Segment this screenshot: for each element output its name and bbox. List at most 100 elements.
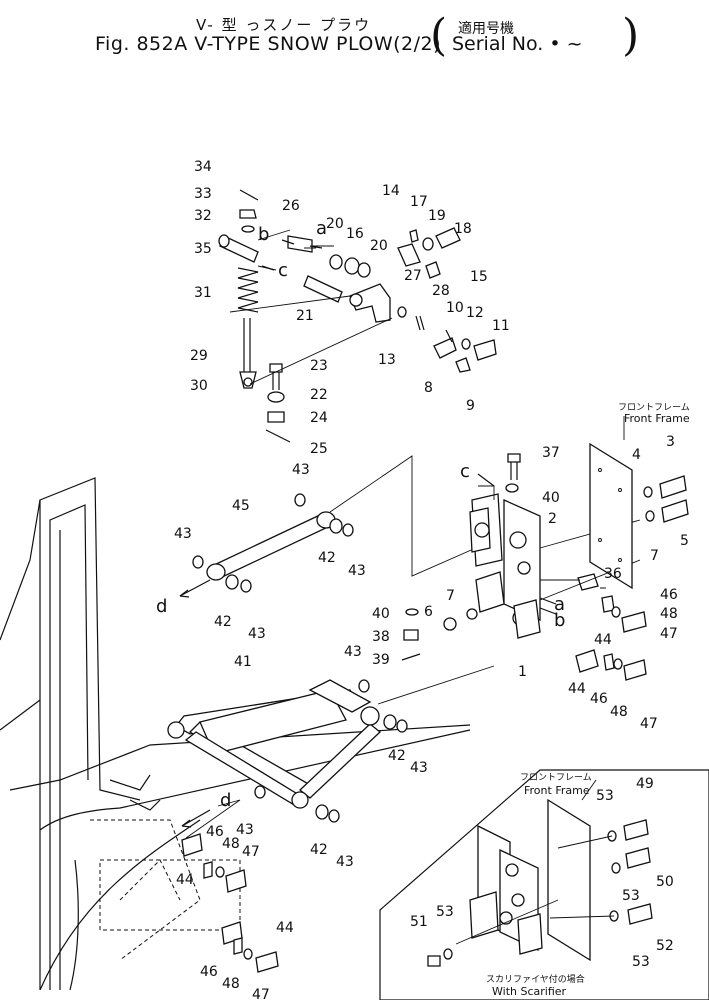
callout-46b: 46 — [590, 691, 608, 707]
callout-7a: 7 — [650, 548, 659, 564]
callout-16: 16 — [346, 226, 364, 242]
callout-15: 15 — [470, 269, 488, 285]
callout-43g: 43 — [236, 822, 254, 838]
callout-47a: 47 — [660, 626, 678, 642]
callout-30: 30 — [190, 378, 208, 394]
callout-38: 38 — [372, 629, 390, 645]
callout-6: 6 — [424, 604, 433, 620]
callout-46c: 46 — [206, 824, 224, 840]
callout-11: 11 — [492, 318, 510, 334]
page-title: Fig. 852A V-TYPE SNOW PLOW(2/2) — [95, 33, 442, 55]
front-frame-plate — [575, 416, 689, 681]
letter-b-right: b — [554, 610, 565, 631]
callout-12: 12 — [466, 305, 484, 321]
upper-linkage-group — [218, 189, 497, 443]
callout-47c: 47 — [242, 844, 260, 860]
callout-42d: 42 — [310, 842, 328, 858]
callout-3: 3 — [666, 434, 675, 450]
callout-43a: 43 — [292, 462, 310, 478]
callout-43e: 43 — [344, 644, 362, 660]
lower-left-pins — [181, 799, 279, 973]
callout-53b: 53 — [622, 888, 640, 904]
callout-29: 29 — [190, 348, 208, 364]
callout-20a: 20 — [326, 216, 344, 232]
callout-53a: 53 — [596, 788, 614, 804]
callout-40b: 40 — [372, 606, 390, 622]
callout-33: 33 — [194, 186, 212, 202]
mounting-brackets — [401, 453, 641, 661]
callout-19: 19 — [428, 208, 446, 224]
front-frame-label: Front Frame — [624, 412, 690, 425]
reference-letters: b a c c a b d d — [156, 218, 565, 811]
callout-27: 27 — [404, 268, 422, 284]
callout-17: 17 — [410, 194, 428, 210]
letter-d-left: d — [156, 596, 167, 617]
callout-35: 35 — [194, 241, 212, 257]
callout-43d: 43 — [248, 626, 266, 642]
front-frame-label-jp: フロントフレーム — [618, 402, 690, 413]
callout-48c: 48 — [222, 836, 240, 852]
letter-d-lower: d — [220, 790, 231, 811]
serial-bracket-left: ( — [430, 10, 448, 61]
callout-47d: 47 — [252, 987, 270, 1000]
letter-a-right: a — [554, 594, 565, 615]
letter-a-upper: a — [316, 218, 327, 239]
callout-22: 22 — [310, 387, 328, 403]
callout-21: 21 — [296, 308, 314, 324]
callout-43c: 43 — [348, 563, 366, 579]
callout-53c: 53 — [632, 954, 650, 970]
scarifier-inset — [379, 769, 709, 1000]
callout-50: 50 — [656, 874, 674, 890]
callout-26: 26 — [282, 198, 300, 214]
serial-bracket-right: ) — [622, 10, 640, 61]
callout-43f: 43 — [410, 760, 428, 776]
callout-44b: 44 — [568, 681, 586, 697]
callout-53d: 53 — [436, 904, 454, 920]
callout-labels: 34 33 32 35 31 29 30 26 20 16 20 21 14 1… — [174, 159, 689, 1000]
callout-44a: 44 — [594, 632, 612, 648]
letter-b-upper: b — [258, 224, 269, 245]
callout-48b: 48 — [610, 704, 628, 720]
callout-9: 9 — [466, 398, 475, 414]
callout-20b: 20 — [370, 238, 388, 254]
title-japanese: V- 型 っスノー プラウ — [196, 16, 372, 34]
callout-28: 28 — [432, 283, 450, 299]
callout-42b: 42 — [214, 614, 232, 630]
callout-51: 51 — [410, 914, 428, 930]
inset-frame-label: Front Frame — [524, 784, 590, 797]
callout-40a: 40 — [542, 490, 560, 506]
inset-frame-label-jp: フロントフレーム — [520, 772, 592, 783]
letter-c-right: c — [460, 461, 470, 482]
callout-43b: 43 — [174, 526, 192, 542]
callout-18: 18 — [454, 221, 472, 237]
callout-48d: 48 — [222, 976, 240, 992]
callout-47b: 47 — [640, 716, 658, 732]
callout-43h: 43 — [336, 854, 354, 870]
callout-48a: 48 — [660, 606, 678, 622]
callout-25: 25 — [310, 441, 328, 457]
callout-39: 39 — [372, 652, 390, 668]
callout-23: 23 — [310, 358, 328, 374]
callout-46a: 46 — [660, 587, 678, 603]
serial-label-japanese: 適用号機 — [458, 21, 514, 37]
arm-45-assembly — [192, 455, 495, 593]
a-frame-41 — [167, 665, 495, 823]
callout-52: 52 — [656, 938, 674, 954]
callout-5: 5 — [680, 533, 689, 549]
callout-42c: 42 — [388, 748, 406, 764]
callout-42a: 42 — [318, 550, 336, 566]
callout-36: 36 — [604, 566, 622, 582]
callout-1: 1 — [518, 664, 527, 680]
plow-blade-outline — [0, 477, 471, 991]
callout-44c: 44 — [176, 872, 194, 888]
callout-24: 24 — [310, 410, 328, 426]
serial-number-label: Serial No. • ~ — [452, 33, 583, 55]
callout-44d: 44 — [276, 920, 294, 936]
callout-4: 4 — [632, 447, 641, 463]
callout-13: 13 — [378, 352, 396, 368]
callout-46d: 46 — [200, 964, 218, 980]
callout-7b: 7 — [446, 588, 455, 604]
callout-32: 32 — [194, 208, 212, 224]
